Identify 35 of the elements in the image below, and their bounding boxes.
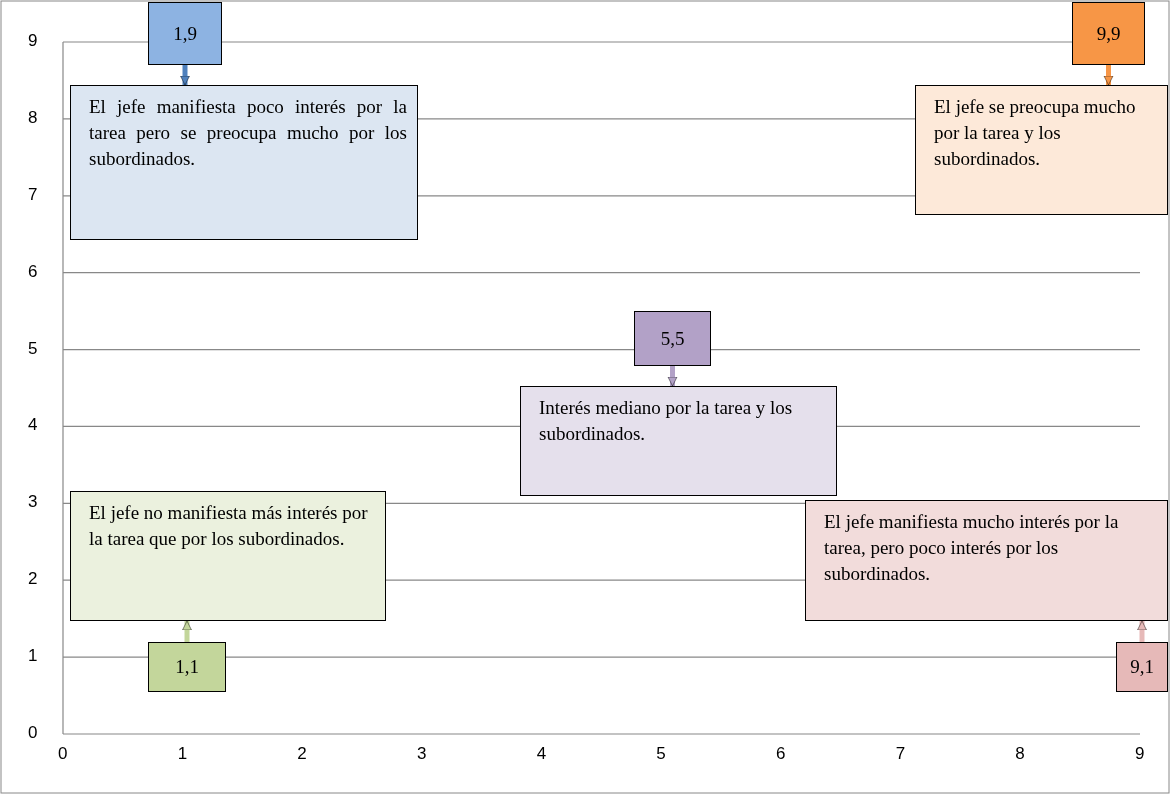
- arrow: [182, 620, 192, 642]
- axis-tick-label: 8: [1015, 744, 1025, 764]
- axis-tick-label: 5: [28, 338, 38, 359]
- arrow: [180, 65, 190, 86]
- coordinate-label: 1,9: [148, 2, 222, 65]
- axis-tick-label: 8: [28, 107, 38, 128]
- axis-tick-label: 7: [895, 744, 906, 764]
- axis-tick-label: 9: [1135, 744, 1145, 764]
- arrow: [1137, 620, 1147, 642]
- axis-tick-label: 2: [297, 744, 307, 764]
- axis-tick-label: 5: [656, 744, 666, 764]
- callout-box: El jefe manifiesta poco interés por la tarea pero se preocupa mucho por los subordinados.: [70, 85, 418, 240]
- axis-tick-label: 1: [28, 646, 38, 667]
- axis-tick-label: 9: [28, 31, 38, 51]
- axis-tick-label: 2: [28, 569, 38, 590]
- coordinate-label: 5,5: [634, 311, 711, 366]
- coordinate-label: 1,1: [148, 642, 226, 692]
- axis-tick-label: 6: [776, 744, 786, 764]
- callout-box: Interés mediano por la tarea y los subordinados.: [520, 386, 837, 496]
- coordinate-label: 9,9: [1072, 2, 1145, 65]
- axis-tick-label: 6: [28, 261, 38, 282]
- arrow: [1103, 65, 1114, 86]
- axis-tick-label: 1: [177, 744, 188, 764]
- callout-box: El jefe no manifiesta más interés por la tarea que por los subordinados.: [70, 491, 386, 621]
- arrow: [667, 366, 678, 387]
- axis-tick-label: 3: [28, 492, 38, 513]
- axis-tick-label: 0: [58, 744, 68, 764]
- axis-tick-label: 7: [28, 184, 38, 205]
- axis-tick-label: 0: [28, 723, 38, 743]
- axis-tick-label: 4: [536, 744, 547, 764]
- axis-tick-label: 3: [417, 744, 427, 764]
- callout-box: El jefe manifiesta mucho interés por la tarea, pero poco interés por los subordinados.: [805, 500, 1168, 621]
- coordinate-label: 9,1: [1116, 642, 1168, 692]
- callout-box: El jefe se preocupa mucho por la tarea y los subordinados.: [915, 85, 1168, 215]
- axis-tick-label: 4: [28, 415, 38, 436]
